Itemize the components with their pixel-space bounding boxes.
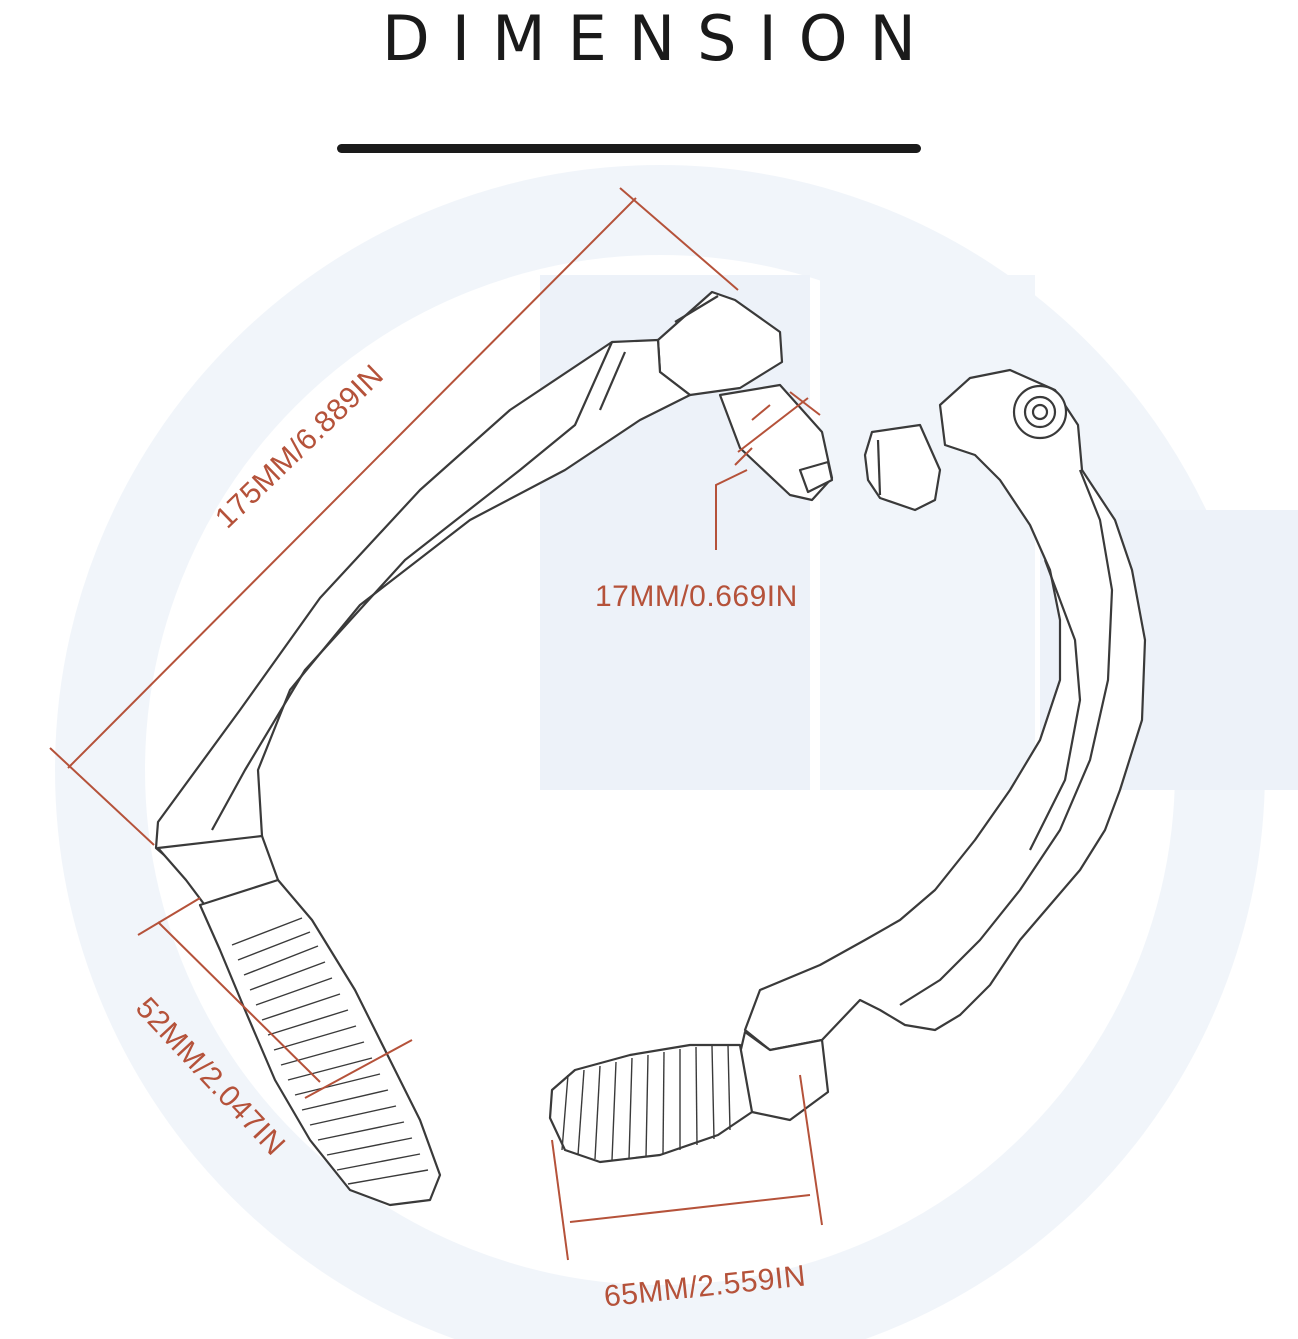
title-underline [337,144,921,153]
right-grip-ridges [561,1044,731,1161]
dimension-lines [49,187,823,1261]
bore-diameter-label: 17MM/0.669IN [595,580,798,613]
left-grip-ridges [231,917,429,1185]
right-lever-guard [548,368,1147,1164]
left-lever-guard [154,290,834,1207]
page-title: DIMENSION [382,2,938,75]
